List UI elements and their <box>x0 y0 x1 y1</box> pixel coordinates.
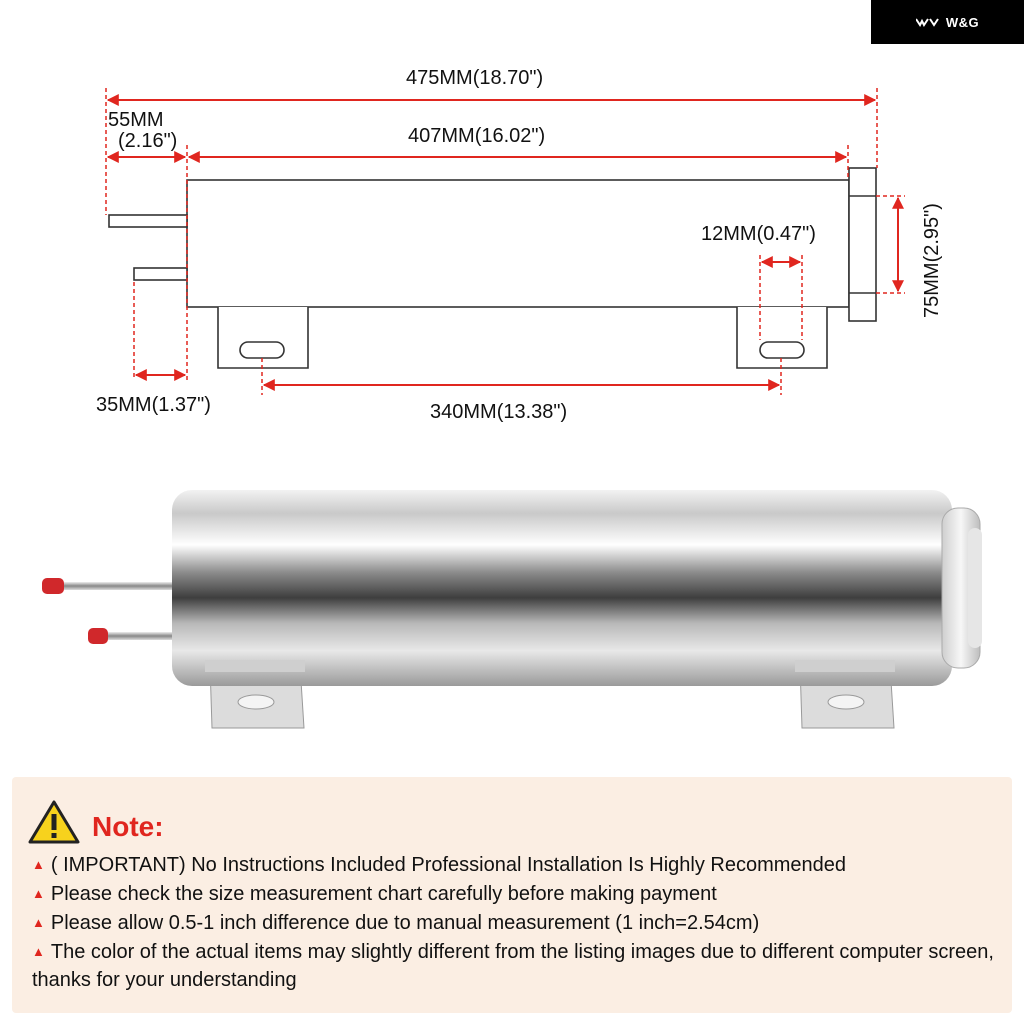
inlet-offset-label-top: 55MM <box>108 109 164 131</box>
body-length-label: 407MM(16.02") <box>408 125 545 147</box>
note-item: ▲Please allow 0.5-1 inch difference due … <box>32 912 760 934</box>
bullet-triangle-icon: ▲ <box>32 857 45 872</box>
diameter-label: 75MM(2.95") <box>921 203 943 318</box>
brand-logo: W&G <box>871 0 1024 44</box>
note-panel: Note: ▲( IMPORTANT) No Instructions Incl… <box>12 777 1012 1013</box>
mount-spacing-label: 340MM(13.38") <box>430 401 567 423</box>
photo-tank-body <box>172 490 952 686</box>
brand-mark-icon <box>915 18 939 27</box>
note-item: ▲( IMPORTANT) No Instructions Included P… <box>32 854 847 876</box>
slot-width-label: 12MM(0.47") <box>701 223 816 245</box>
product-photo <box>42 490 982 729</box>
overall-length-label: 475MM(18.70") <box>406 67 543 89</box>
warning-icon <box>28 800 80 844</box>
bullet-triangle-icon: ▲ <box>32 944 45 959</box>
note-item: ▲Please check the size measurement chart… <box>32 883 717 905</box>
note-title: Note: <box>92 811 164 842</box>
note-item: ▲The color of the actual items may sligh… <box>32 941 994 991</box>
inlet-offset-label-bottom: (2.16") <box>118 130 177 152</box>
pipe-spacing-label: 35MM(1.37") <box>96 394 211 416</box>
photo-pipes <box>42 578 177 644</box>
bullet-triangle-icon: ▲ <box>32 915 45 930</box>
tank-outline <box>108 167 877 369</box>
bullet-triangle-icon: ▲ <box>32 886 45 901</box>
brand-name: W&G <box>945 14 980 30</box>
photo-cap <box>941 507 982 669</box>
dimension-drawing: 475MM(18.70") 55MM (2.16") 407MM(16.02")… <box>96 67 943 423</box>
